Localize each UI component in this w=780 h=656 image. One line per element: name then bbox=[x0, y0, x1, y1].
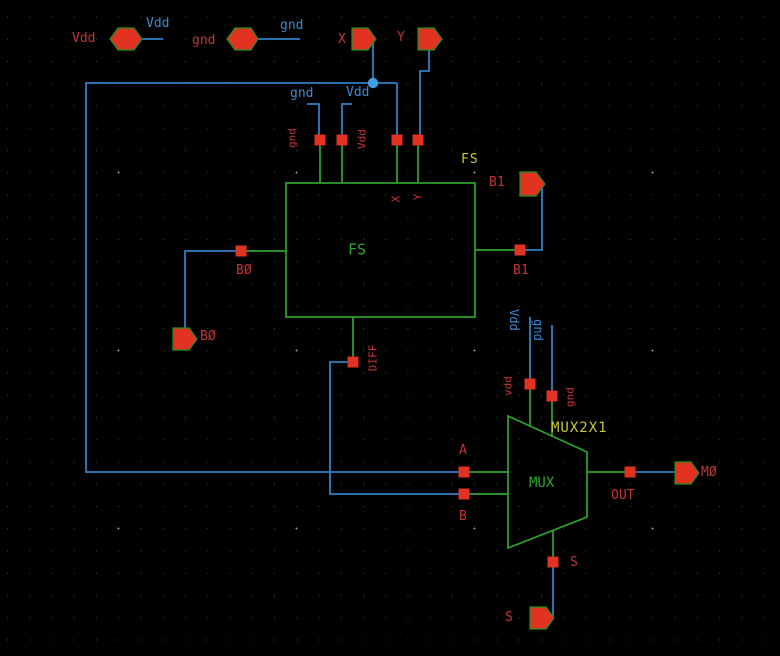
mux-a-terminal[interactable] bbox=[458, 466, 470, 478]
s-io-pin[interactable] bbox=[529, 606, 555, 630]
wire-y-to-fs[interactable] bbox=[419, 39, 430, 140]
m0-io-pin[interactable] bbox=[674, 461, 700, 485]
fs-cell-label: FS bbox=[347, 240, 367, 259]
b0-net-label[interactable]: BØ bbox=[236, 263, 252, 278]
fs-x-pin-name: X bbox=[389, 195, 403, 203]
wire-fs-vdd-net[interactable] bbox=[341, 103, 352, 140]
wire-b1-net[interactable] bbox=[520, 184, 543, 251]
mux-out-pin-label: OUT bbox=[611, 488, 635, 503]
m0-io-pin-label[interactable]: MØ bbox=[701, 465, 717, 480]
b1-net-label[interactable]: B1 bbox=[513, 263, 529, 278]
fs-gnd-net-label[interactable]: gnd bbox=[290, 86, 314, 101]
vdd-net-label-top[interactable]: Vdd bbox=[146, 16, 170, 31]
vdd-io-pin[interactable] bbox=[109, 27, 143, 51]
b0-io-pin-label[interactable]: BØ bbox=[200, 329, 216, 344]
x-io-pin-label[interactable]: X bbox=[338, 32, 346, 47]
mux-out-terminal[interactable] bbox=[624, 466, 636, 478]
mux-gnd-net-label[interactable]: gnd bbox=[531, 319, 545, 341]
y-io-pin-label[interactable]: Y bbox=[397, 30, 405, 45]
fs-vdd-pin-name: Vdd bbox=[355, 129, 369, 149]
fs-vdd-terminal[interactable] bbox=[336, 134, 348, 146]
io-pin-shapes bbox=[109, 27, 700, 630]
s-io-pin-label[interactable]: S bbox=[505, 610, 513, 625]
mux-gnd-terminal[interactable] bbox=[546, 390, 558, 402]
mux-vdd-pin-name: vdd bbox=[501, 376, 515, 396]
fs-y-pin-name: Y bbox=[411, 193, 425, 201]
fs-y-terminal[interactable] bbox=[412, 134, 424, 146]
b0-io-pin[interactable] bbox=[172, 327, 198, 351]
y-io-pin[interactable] bbox=[417, 27, 443, 51]
wire-fs-gnd-net[interactable] bbox=[307, 103, 320, 140]
wires bbox=[85, 38, 678, 618]
junction-dot bbox=[367, 77, 379, 89]
mux-body[interactable] bbox=[507, 414, 588, 550]
mux-cell-label: MUX bbox=[529, 475, 555, 491]
s-net-label[interactable]: S bbox=[570, 555, 578, 570]
mux-b-pin-label: B bbox=[459, 509, 467, 524]
fs-gnd-pin-name: gnd bbox=[285, 128, 299, 148]
mux-instance-label[interactable]: MUX2X1 bbox=[551, 420, 608, 436]
vdd-io-pin-label[interactable]: Vdd bbox=[72, 31, 96, 46]
fs-gnd-terminal[interactable] bbox=[314, 134, 326, 146]
fs-body[interactable] bbox=[285, 182, 476, 318]
b1-io-pin[interactable] bbox=[519, 171, 546, 197]
mux-gnd-pin-name: gnd bbox=[563, 387, 577, 407]
mux-s-terminal[interactable] bbox=[547, 556, 559, 568]
fs-b1-terminal[interactable] bbox=[514, 244, 526, 256]
gnd-io-pin-label[interactable]: gnd bbox=[192, 33, 216, 48]
mux-symbol[interactable] bbox=[464, 384, 630, 562]
fs-diff-terminal[interactable] bbox=[347, 356, 359, 368]
gnd-io-pin[interactable] bbox=[226, 27, 259, 51]
fs-vdd-net-label[interactable]: Vdd bbox=[346, 85, 370, 100]
fs-symbol[interactable] bbox=[241, 140, 520, 362]
mux-b-terminal[interactable] bbox=[458, 488, 470, 500]
fs-instance-label[interactable]: FS bbox=[461, 152, 479, 167]
wire-b0-net[interactable] bbox=[184, 250, 241, 332]
mux-a-pin-label: A bbox=[459, 443, 467, 458]
wire-diff-to-mux-b[interactable] bbox=[329, 361, 464, 495]
mux-vdd-net-label[interactable]: Vdd bbox=[507, 309, 521, 331]
wire-x-net-to-mux-a[interactable] bbox=[85, 82, 464, 473]
pin-terminals bbox=[235, 134, 636, 568]
b1-io-pin-label[interactable]: B1 bbox=[489, 175, 505, 190]
mux-vdd-terminal[interactable] bbox=[524, 378, 536, 390]
gnd-net-label-top[interactable]: gnd bbox=[280, 18, 304, 33]
x-io-pin[interactable] bbox=[351, 27, 377, 51]
diff-net-label[interactable]: DIFF bbox=[366, 344, 380, 372]
fs-x-terminal[interactable] bbox=[391, 134, 403, 146]
fs-b0-terminal[interactable] bbox=[235, 245, 247, 257]
